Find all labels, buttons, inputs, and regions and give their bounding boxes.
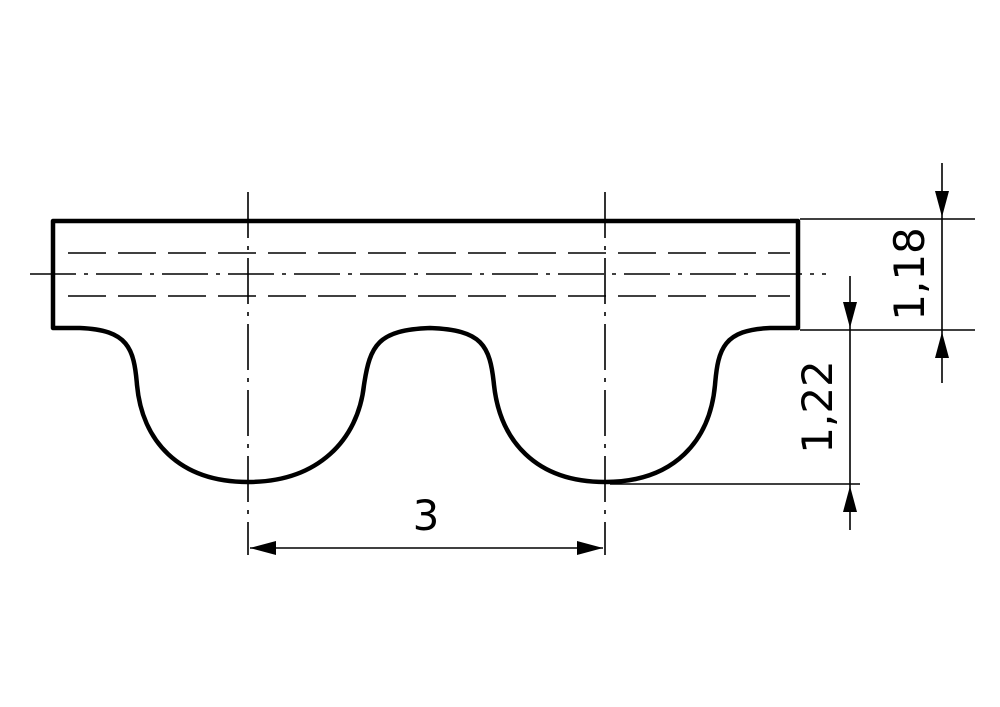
tooth-height-dimension: 1,22: [610, 276, 860, 530]
belt-outline: [50, 218, 801, 485]
belt-thickness-dimension: 1,18: [800, 163, 975, 383]
tooth-height-label: 1,22: [793, 360, 842, 454]
pitch-arrow-left: [250, 541, 276, 555]
belt-thickness-label: 1,18: [885, 227, 934, 321]
pitch-dimension: 3: [250, 491, 603, 555]
thickness-arrow-top: [935, 191, 949, 217]
tooth-height-arrow-top: [843, 302, 857, 328]
pitch-label: 3: [413, 491, 440, 540]
tooth-height-arrow-bottom: [843, 486, 857, 512]
thickness-arrow-bottom: [935, 332, 949, 358]
pitch-arrow-right: [577, 541, 603, 555]
